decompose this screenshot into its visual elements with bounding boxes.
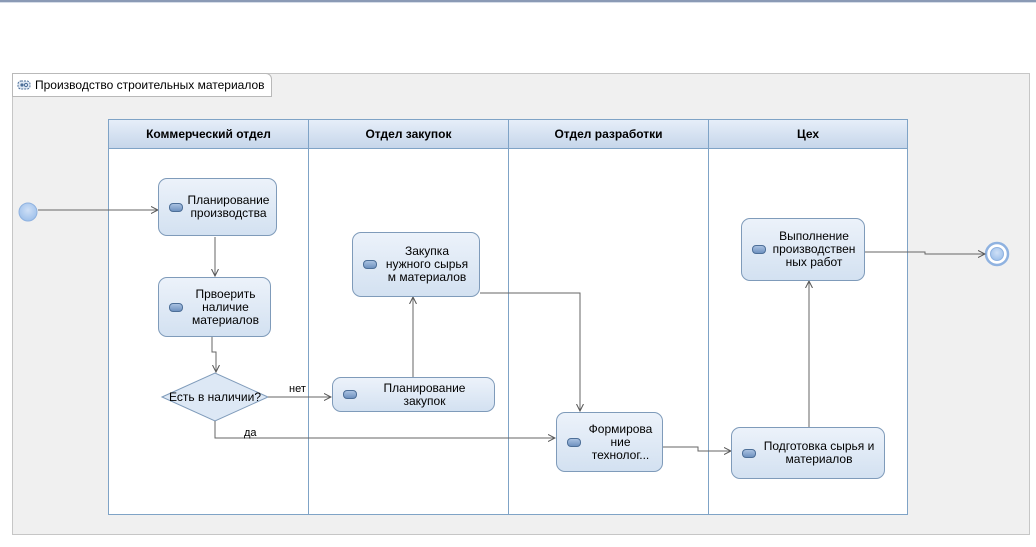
lane-header-workshop[interactable]: Цех <box>708 119 908 149</box>
lane-header-development[interactable]: Отдел разработки <box>508 119 709 149</box>
activity-label: Првоерить наличие материалов <box>192 286 259 327</box>
activity-label: Планирование производства <box>187 193 270 220</box>
action-icon <box>752 245 766 254</box>
action-icon <box>343 390 357 399</box>
window-top-border-shadow <box>0 2 1036 3</box>
activity-label: Закупка нужного сырья м материалов <box>385 244 469 284</box>
activity-buy-materials[interactable]: Закупка нужного сырья м материалов <box>352 232 480 297</box>
lane-divider <box>708 119 709 515</box>
activity-label: Формирова ние технолог... <box>588 421 653 462</box>
edge-work-end <box>865 252 985 254</box>
diagram-title: Производство строительных материалов <box>35 78 265 92</box>
edge-check-decision <box>211 337 216 372</box>
activity-diagram-icon <box>17 79 31 91</box>
activity-label: Выполнение производствен ных работ <box>772 229 856 269</box>
action-icon <box>742 448 756 458</box>
activity-production-work[interactable]: Выполнение производствен ных работ <box>741 218 865 281</box>
diagram-frame-tab[interactable]: Производство строительных материалов <box>12 73 272 97</box>
edge-label-no: нет <box>289 383 306 395</box>
activity-plan-production[interactable]: Планирование производства <box>158 178 277 236</box>
edge-decision-yes <box>214 421 555 438</box>
activity-label: Подготовка сырья и материалов <box>763 439 875 466</box>
activity-plan-purchases[interactable]: Планирование закупок <box>332 377 495 412</box>
edge-buy-form <box>480 292 580 411</box>
activity-label: Планирование закупок <box>383 380 466 408</box>
lane-divider <box>508 119 509 515</box>
lane-header-commercial[interactable]: Коммерческий отдел <box>108 119 309 149</box>
activity-prepare-materials[interactable]: Подготовка сырья и материалов <box>731 427 885 479</box>
action-icon <box>169 302 183 312</box>
activity-form-technology[interactable]: Формирова ние технолог... <box>556 412 663 472</box>
action-icon <box>567 437 581 447</box>
edge-label-yes: да <box>244 427 257 439</box>
decision-label: Есть в наличии? <box>169 390 261 404</box>
action-icon <box>363 260 377 269</box>
lane-divider <box>308 119 309 515</box>
lane-header-purchasing[interactable]: Отдел закупок <box>308 119 509 149</box>
action-icon <box>169 202 183 212</box>
activity-check-materials[interactable]: Првоерить наличие материалов <box>158 277 271 337</box>
window-top-border <box>0 0 1036 2</box>
start-node[interactable] <box>18 202 38 222</box>
end-node[interactable] <box>984 241 1010 267</box>
edge-form-prepare <box>663 446 731 451</box>
